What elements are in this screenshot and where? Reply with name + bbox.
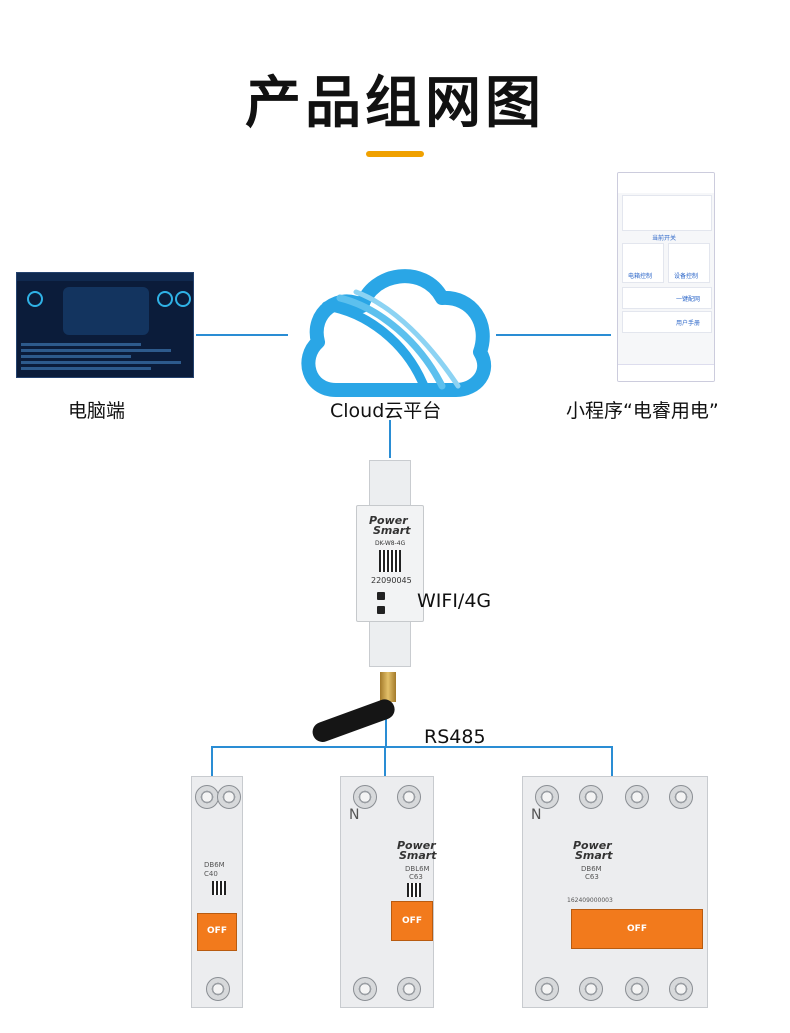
breaker-3-rating: C63 (585, 873, 599, 881)
gateway-brand-1: Power (369, 514, 408, 527)
breaker-2-screw-top-2 (397, 785, 421, 809)
breaker-1-screw-top-2 (217, 785, 241, 809)
gateway-qr-code (379, 550, 401, 572)
gateway-brand-2: Smart (373, 524, 411, 537)
breaker-2-rating: C63 (409, 873, 423, 881)
rs485-bus (211, 746, 613, 748)
link-cloud-gateway (389, 420, 391, 458)
breaker-3-screw-top-1 (535, 785, 559, 809)
breaker-3-switch-label: OFF (627, 924, 647, 934)
breaker-1-model: DB6M (204, 861, 225, 869)
breaker-3-brand-1: Power (573, 839, 612, 852)
page-title: 产品组网图 (245, 71, 545, 136)
title-underline (366, 151, 424, 157)
breaker-2-model: DBL6M (405, 865, 430, 873)
breaker-3: N Power Smart DB6M C63 162409000003 OFF (522, 776, 708, 1008)
bus-drop-3 (611, 746, 613, 776)
breaker-1-handle[interactable]: OFF (197, 913, 237, 951)
breaker-3-screw-bottom-4 (669, 977, 693, 1001)
breaker-2-n-terminal: N (349, 807, 360, 823)
mini-program-screenshot: 当前开关 电箱控制 设备控制 一键配网 用户手册 (617, 172, 715, 382)
breaker-3-screw-bottom-3 (625, 977, 649, 1001)
breaker-1-screw-top-1 (195, 785, 219, 809)
breaker-3-screw-top-4 (669, 785, 693, 809)
breaker-2-handle[interactable]: OFF (391, 901, 433, 941)
breaker-3-serial: 162409000003 (567, 897, 613, 904)
breaker-2-brand-2: Smart (399, 849, 437, 862)
app-card-2: 设备控制 (674, 273, 699, 280)
cloud-label: Cloud云平台 (330, 400, 442, 422)
gateway-device: Power Smart DK-W8-4G 22090045 (356, 505, 424, 622)
breaker-2-screw-top-1 (353, 785, 377, 809)
breaker-2-brand-1: Power (397, 839, 436, 852)
gateway-led-2 (377, 606, 385, 614)
app-row-1: 一键配网 (676, 296, 701, 303)
gateway-led-1 (377, 592, 385, 600)
cloud-icon (301, 269, 492, 397)
antenna-connector (380, 672, 396, 702)
breaker-3-handle[interactable]: OFF (571, 909, 703, 949)
breaker-2-screw-bottom-1 (353, 977, 377, 1001)
breaker-1-switch-label: OFF (207, 926, 227, 936)
gateway-model: DK-W8-4G (375, 540, 406, 547)
breaker-2-qr (407, 883, 421, 897)
pc-dashboard-screenshot (16, 272, 194, 378)
link-gateway-bus (385, 700, 387, 748)
breaker-3-screw-top-2 (579, 785, 603, 809)
breaker-2-switch-label: OFF (402, 916, 422, 926)
breaker-2: N Power Smart DBL6M C63 OFF (340, 776, 437, 1008)
app-row-2: 用户手册 (676, 320, 701, 327)
app-section-label: 当前开关 (652, 235, 677, 242)
bus-label: RS485 (424, 726, 486, 748)
breaker-2-screw-bottom-2 (397, 977, 421, 1001)
breaker-3-brand-2: Smart (575, 849, 613, 862)
gateway-serial: 22090045 (371, 576, 412, 585)
bus-drop-1 (211, 746, 213, 776)
breaker-3-screw-bottom-1 (535, 977, 559, 1001)
breaker-1-rating: C40 (204, 870, 218, 878)
gateway-label: WIFI/4G (417, 590, 492, 612)
breaker-3-model: DB6M (581, 865, 602, 873)
breaker-3-screw-bottom-2 (579, 977, 603, 1001)
app-card-1: 电箱控制 (628, 273, 653, 280)
link-cloud-app (496, 334, 611, 336)
breaker-1-screw-bottom (206, 977, 230, 1001)
bus-drop-2 (384, 746, 386, 776)
breaker-1-qr (212, 881, 226, 895)
link-pc-cloud (196, 334, 288, 336)
breaker-3-n-terminal: N (531, 807, 542, 823)
pc-label: 电脑端 (68, 400, 126, 422)
app-label: 小程序“电睿用电” (566, 400, 719, 422)
breaker-3-screw-top-3 (625, 785, 649, 809)
breaker-1: DB6M C40 OFF (191, 776, 243, 1008)
